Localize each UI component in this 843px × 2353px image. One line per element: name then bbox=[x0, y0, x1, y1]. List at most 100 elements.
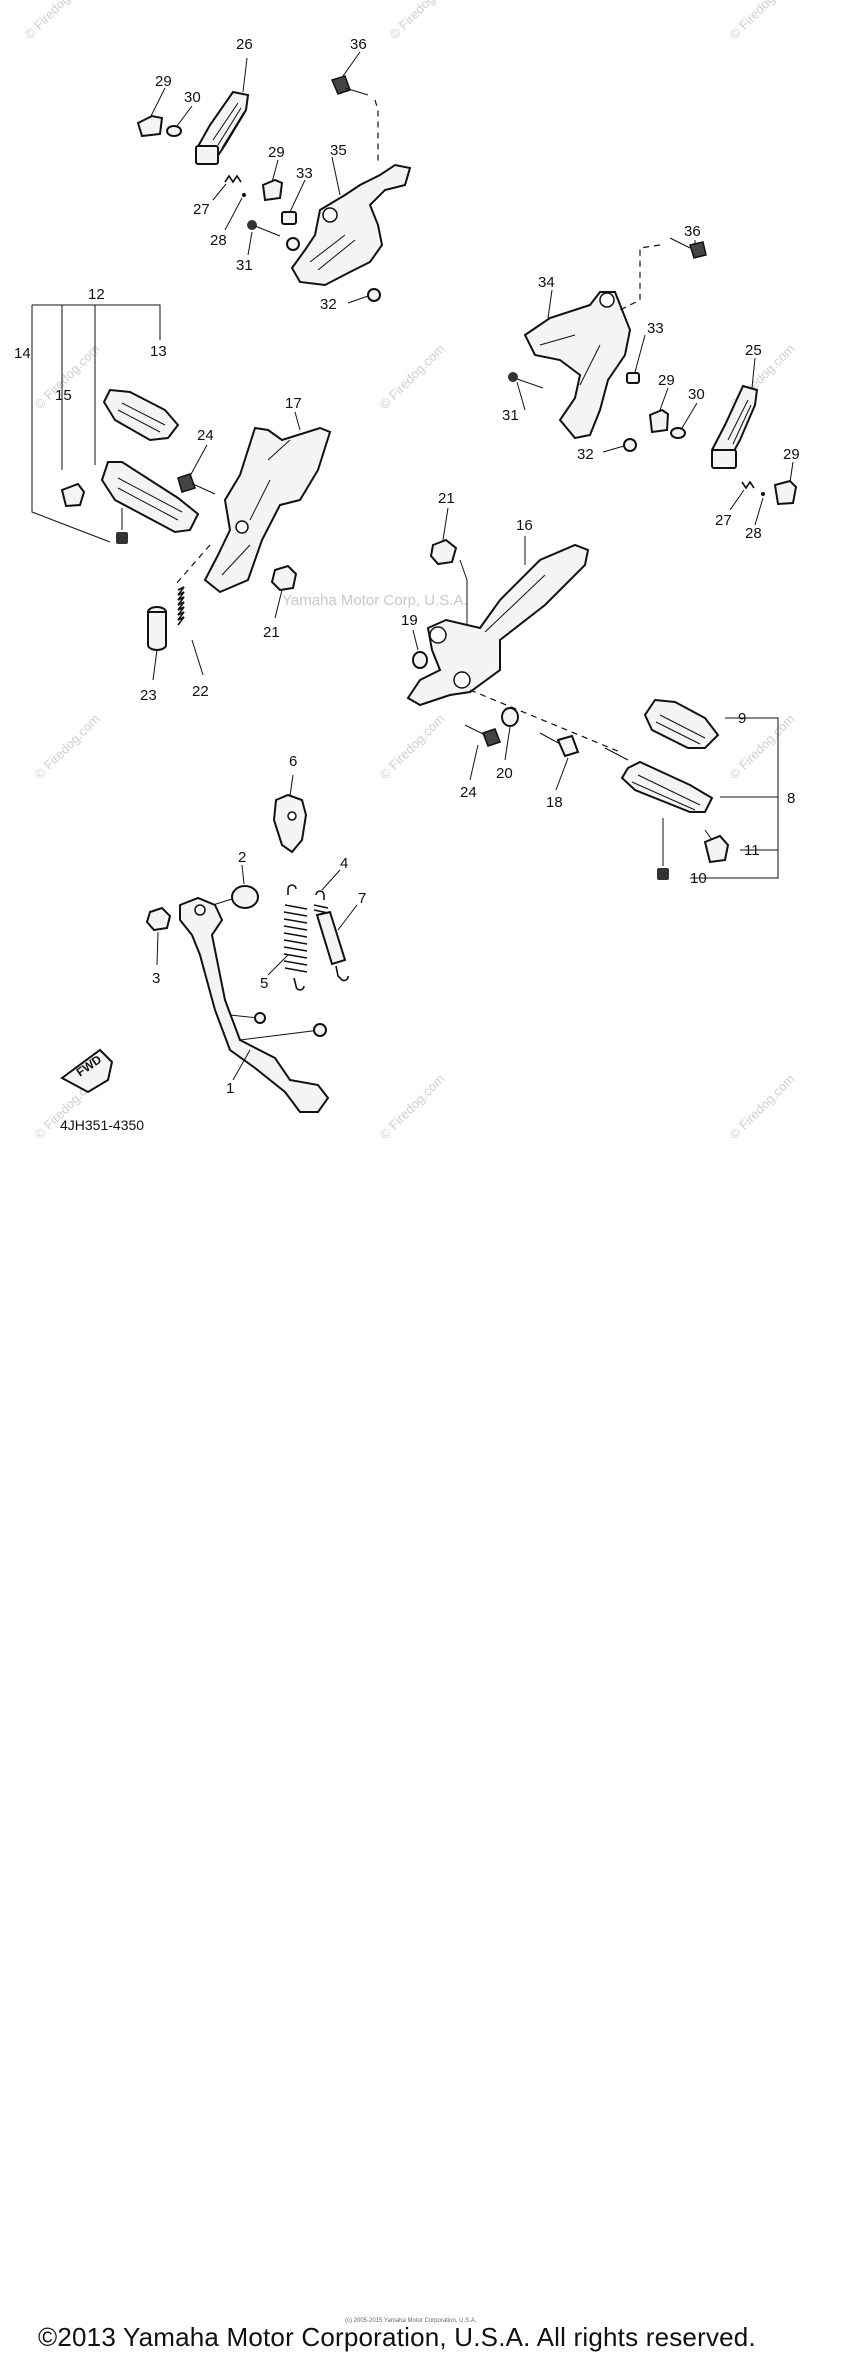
label-9: 9 bbox=[738, 710, 746, 727]
label-21: 21 bbox=[438, 490, 455, 507]
label-21: 21 bbox=[263, 624, 280, 641]
label-26: 26 bbox=[236, 36, 253, 53]
label-11: 11 bbox=[744, 842, 760, 859]
label-15: 15 bbox=[55, 387, 72, 404]
spring-7 bbox=[315, 910, 349, 982]
ball-28-right bbox=[761, 492, 765, 496]
leader-lines bbox=[149, 51, 794, 1081]
label-6: 6 bbox=[289, 753, 297, 770]
bushing-29-far-right bbox=[773, 479, 798, 506]
watermark-tile: © Firedog.com bbox=[377, 341, 448, 412]
watermark-tile: © Firedog.com bbox=[377, 711, 448, 782]
rear-left-footrest-assembly bbox=[136, 75, 412, 302]
watermark-tile: © Firedog.com bbox=[32, 711, 103, 782]
collar-30-right bbox=[670, 427, 686, 439]
label-27: 27 bbox=[715, 512, 732, 529]
label-25: 25 bbox=[745, 342, 762, 359]
copyright-notice: ©2013 Yamaha Motor Corporation, U.S.A. A… bbox=[38, 2322, 756, 2352]
front-left-footrest-assembly bbox=[31, 304, 332, 651]
label-7: 7 bbox=[358, 890, 366, 907]
bolt-31-right bbox=[508, 372, 544, 389]
label-14: 14 bbox=[14, 345, 31, 362]
label-30: 30 bbox=[184, 89, 201, 106]
label-20: 20 bbox=[496, 765, 513, 782]
parts-diagram: © Firedog.com © Firedog.com © Firedog.co… bbox=[14, 0, 800, 1142]
fwd-direction-marker: FWD bbox=[60, 1048, 114, 1094]
spring-4 bbox=[313, 890, 329, 914]
center-watermark: Yamaha Motor Corp, U.S.A. bbox=[282, 592, 468, 609]
spring-27-top bbox=[224, 174, 242, 184]
nut-32-right bbox=[623, 438, 637, 452]
front-right-footrest-assembly bbox=[406, 538, 779, 880]
washer-20 bbox=[501, 707, 519, 727]
damper-33-right bbox=[626, 372, 640, 384]
label-29: 29 bbox=[155, 73, 172, 90]
collar-30-top bbox=[166, 125, 182, 137]
label-24: 24 bbox=[197, 427, 214, 444]
bolt-2 bbox=[212, 885, 259, 909]
bolt-36-right bbox=[669, 237, 707, 259]
footrest-12 bbox=[100, 461, 200, 534]
bolt-31-top bbox=[247, 220, 300, 251]
label-24: 24 bbox=[460, 784, 477, 801]
front-bracket-17 bbox=[203, 426, 332, 594]
bolt-10 bbox=[657, 818, 669, 880]
label-29: 29 bbox=[268, 144, 285, 161]
ball-28-top bbox=[242, 193, 246, 197]
label-27: 27 bbox=[193, 201, 210, 218]
label-22: 22 bbox=[192, 683, 209, 700]
label-32: 32 bbox=[577, 446, 594, 463]
label-4: 4 bbox=[340, 855, 348, 872]
washer-19 bbox=[412, 651, 428, 669]
bushing-29-top-right bbox=[261, 178, 284, 202]
footer: (c) 2005-2015 Yamaha Motor Corporation, … bbox=[0, 1158, 843, 2352]
label-23: 23 bbox=[140, 687, 157, 704]
front-bracket-16 bbox=[406, 543, 590, 707]
damper-33-top bbox=[281, 211, 297, 225]
label-36: 36 bbox=[684, 223, 701, 240]
label-29: 29 bbox=[658, 372, 675, 389]
footrest-rubber-13 bbox=[102, 388, 180, 442]
label-2: 2 bbox=[238, 849, 246, 866]
diagram-canvas: © Firedog.com © Firedog.com © Firedog.co… bbox=[14, 0, 800, 1142]
label-32: 32 bbox=[320, 296, 337, 313]
label-16: 16 bbox=[516, 517, 533, 534]
part-number-labels: 26 29 30 36 35 29 33 27 28 31 32 36 34 3… bbox=[14, 36, 800, 1097]
footrest-rubber-9 bbox=[643, 698, 720, 749]
spring-5 bbox=[283, 884, 308, 991]
watermark-tile: © Firedog.com bbox=[377, 1071, 448, 1142]
bracket-6 bbox=[272, 793, 308, 854]
spring-22 bbox=[177, 586, 185, 626]
label-34: 34 bbox=[538, 274, 555, 291]
label-3: 3 bbox=[152, 970, 160, 987]
sleeve-23 bbox=[147, 606, 167, 651]
label-33: 33 bbox=[296, 165, 313, 182]
label-1: 1 bbox=[226, 1080, 234, 1097]
nut-3 bbox=[145, 906, 172, 932]
label-28: 28 bbox=[745, 525, 762, 542]
label-29: 29 bbox=[783, 446, 800, 463]
bushing-29-top-left bbox=[136, 114, 164, 138]
label-31: 31 bbox=[236, 257, 253, 274]
rear-right-footrest-assembly bbox=[508, 237, 798, 506]
label-35: 35 bbox=[330, 142, 347, 159]
footrest-26 bbox=[194, 90, 250, 165]
label-28: 28 bbox=[210, 232, 227, 249]
sidestand-1 bbox=[179, 896, 330, 1113]
rear-bracket-34 bbox=[523, 291, 632, 440]
diagram-code: 4JH351-4350 bbox=[60, 1117, 144, 1133]
nut-32-top bbox=[367, 288, 381, 302]
label-8: 8 bbox=[787, 790, 795, 807]
spring-27-right bbox=[741, 480, 755, 490]
label-18: 18 bbox=[546, 794, 563, 811]
label-17: 17 bbox=[285, 395, 302, 412]
watermark-tile: © Firedog.com bbox=[22, 0, 93, 42]
watermark-tile: © Firedog.com bbox=[727, 1071, 798, 1142]
label-31: 31 bbox=[502, 407, 519, 424]
footrest-25 bbox=[710, 384, 759, 469]
sidestand-assembly: FWD 4JH351-4350 bbox=[60, 793, 349, 1133]
bolt-24-right bbox=[464, 724, 501, 747]
bushing-29-right bbox=[648, 408, 670, 434]
bolt-24-left bbox=[177, 473, 216, 495]
label-36: 36 bbox=[350, 36, 367, 53]
